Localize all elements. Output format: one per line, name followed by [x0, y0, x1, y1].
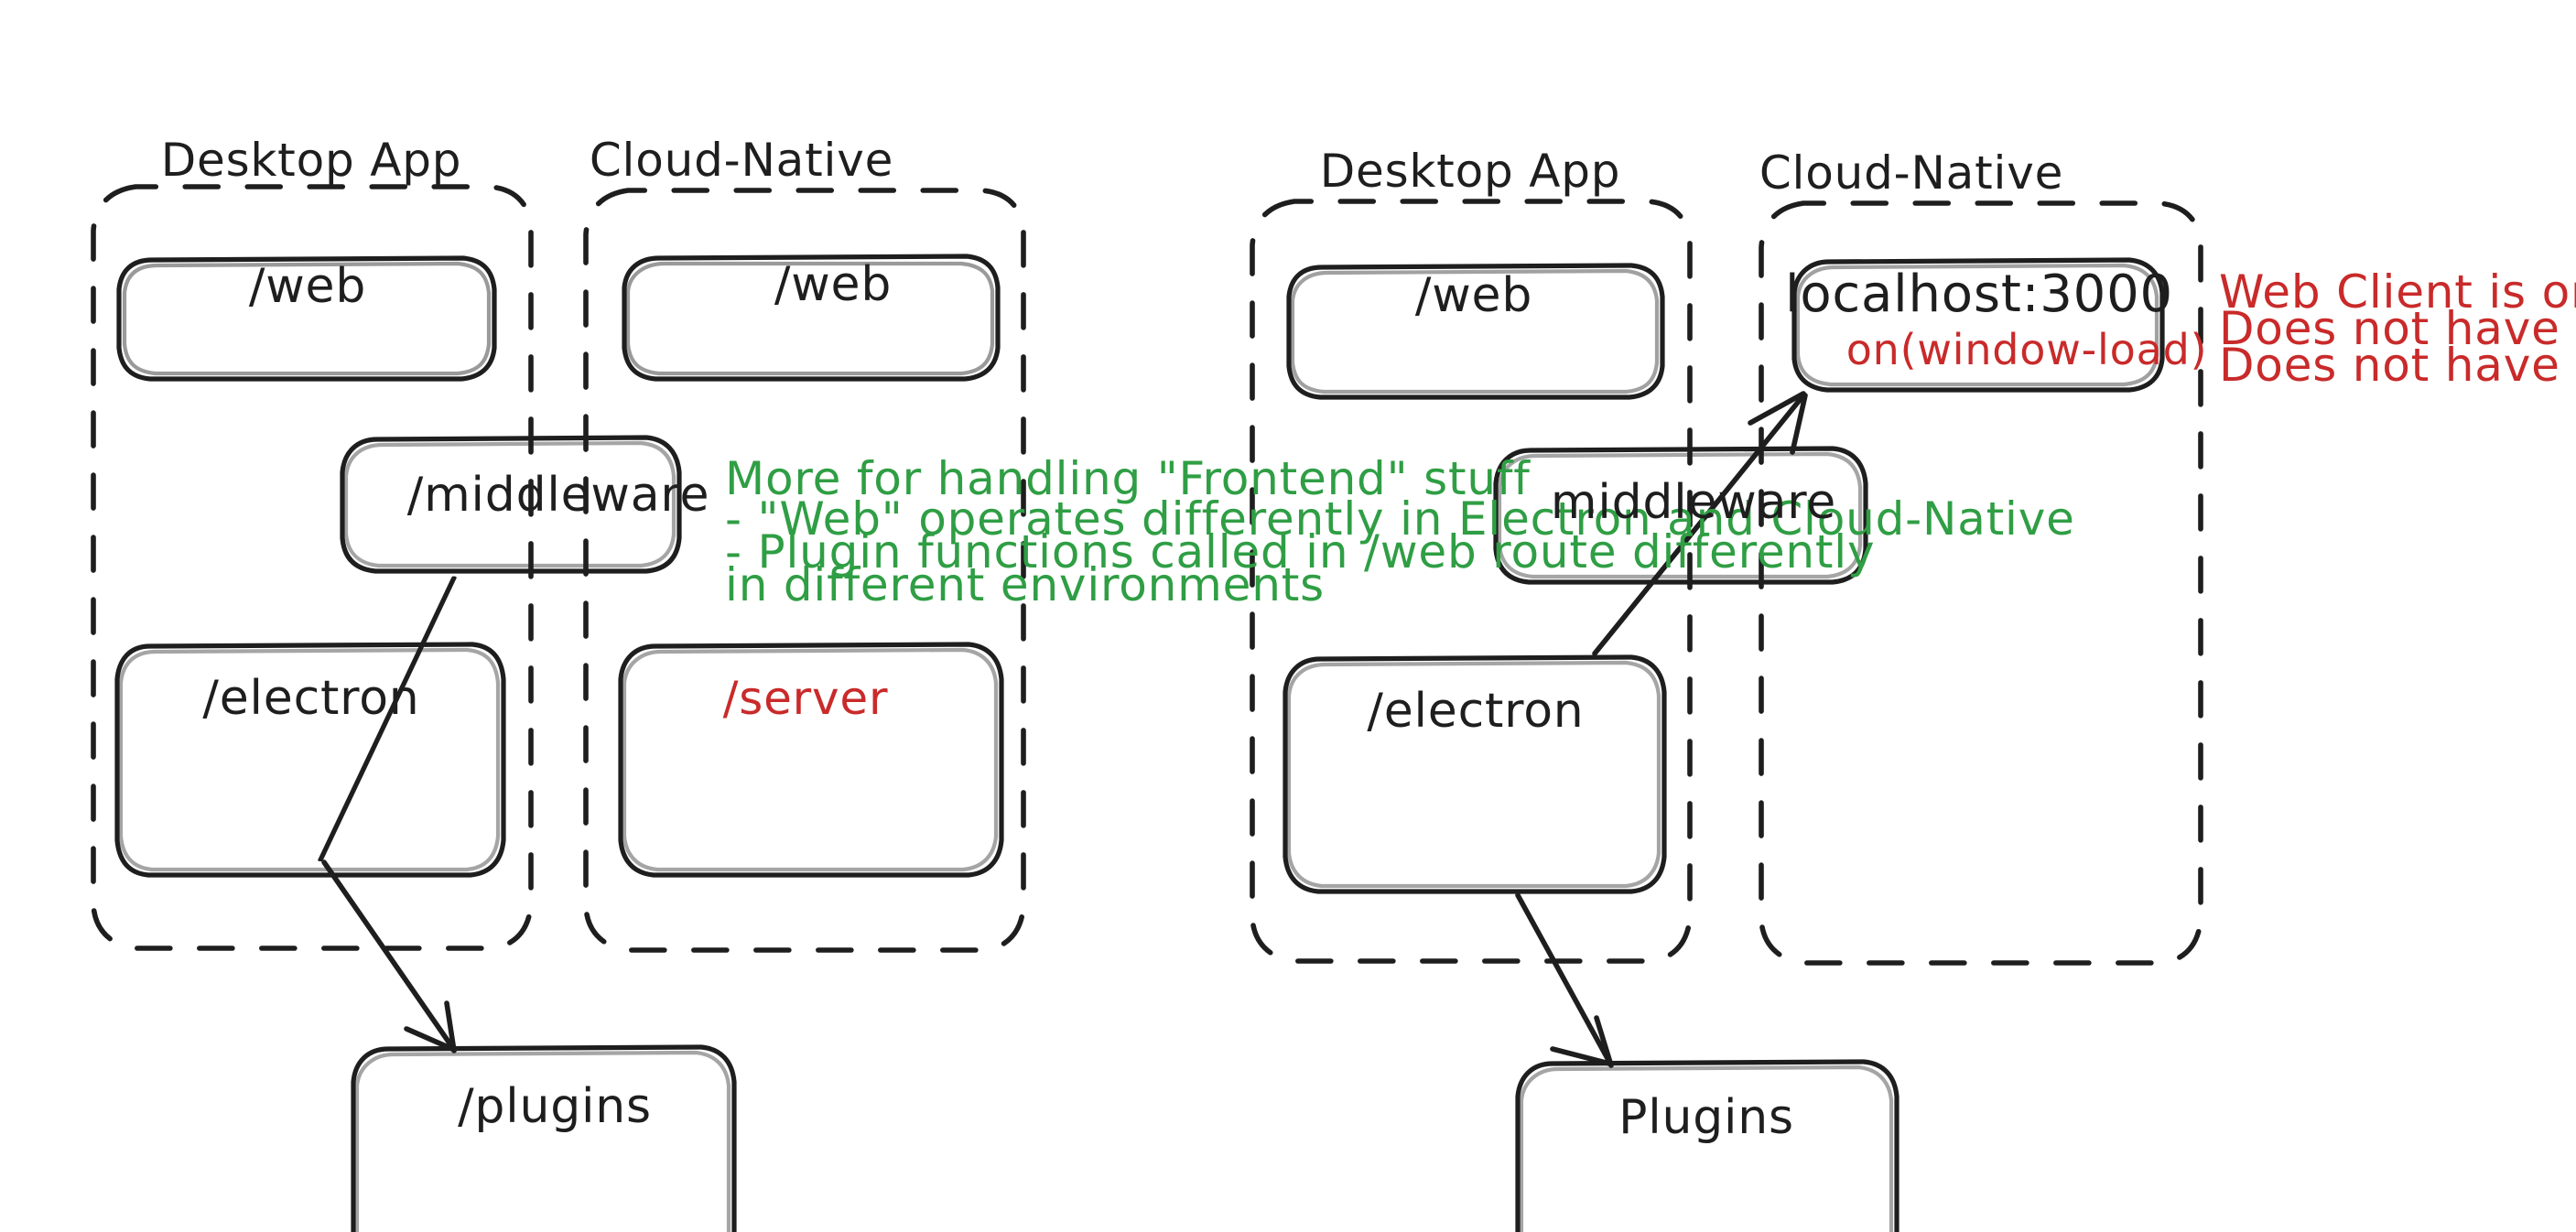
note-red-line-1: Web Client is on a different Chromium wi… — [2219, 265, 2576, 319]
label-right-plugins: Plugins — [1618, 1091, 1794, 1146]
box-left-desktop-web[interactable] — [116, 255, 497, 382]
box-left-server[interactable] — [618, 642, 1004, 878]
label-right-middleware: middleware — [1550, 476, 1837, 531]
group-title-right-desktop-app: Desktop App — [1319, 145, 1621, 198]
label-left-plugins: /plugins — [458, 1080, 652, 1135]
group-left-desktop-app — [91, 184, 534, 951]
label-right-on-window-load: on(window-load) — [1845, 328, 2208, 375]
group-title-left-cloud-native: Cloud-Native — [589, 134, 894, 187]
label-right-electron: /electron — [1367, 685, 1585, 740]
label-left-cloud-web: /web — [774, 258, 893, 313]
box-left-plugins[interactable] — [351, 1044, 737, 1232]
label-left-desktop-web: /web — [248, 260, 367, 315]
label-right-web: /web — [1414, 269, 1533, 324]
group-title-right-cloud-native: Cloud-Native — [1759, 146, 2064, 200]
arrow-right-electron-to-localhost — [1592, 391, 1808, 656]
label-left-middleware: /middleware — [406, 469, 710, 524]
note-green-line-2: - "Web" operates differently in Electron… — [725, 492, 2075, 546]
box-right-middleware[interactable] — [1493, 446, 1868, 585]
box-left-cloud-web[interactable] — [622, 254, 1001, 382]
label-left-electron: /electron — [202, 672, 420, 727]
note-red-line-3: Does not have IPC handler — [2219, 339, 2576, 392]
note-green-line-4: in different environments — [725, 558, 1325, 611]
arrow-left-electron-to-plugins — [318, 576, 457, 862]
note-red-line-2: Does not have all the Electron handlers — [2219, 302, 2576, 355]
arrow-left-electron-to-plugins-line — [321, 859, 457, 1054]
box-right-desktop-web[interactable] — [1286, 263, 1665, 400]
box-right-electron[interactable] — [1283, 654, 1667, 894]
note-green-line-1: More for handling "Frontend" stuff — [725, 452, 1531, 505]
box-left-middleware[interactable] — [340, 435, 682, 574]
box-right-localhost[interactable] — [1791, 257, 2165, 393]
box-left-electron[interactable] — [114, 642, 506, 878]
arrow-right-electron-to-plugins — [1515, 892, 1614, 1068]
label-left-server: /server — [722, 672, 889, 725]
group-title-left-desktop-app: Desktop App — [160, 134, 462, 187]
label-right-localhost: localhost:3000 — [1785, 264, 2173, 324]
box-right-plugins[interactable] — [1515, 1059, 1900, 1232]
note-green-line-3: - Plugin functions called in /web route … — [725, 525, 1876, 578]
